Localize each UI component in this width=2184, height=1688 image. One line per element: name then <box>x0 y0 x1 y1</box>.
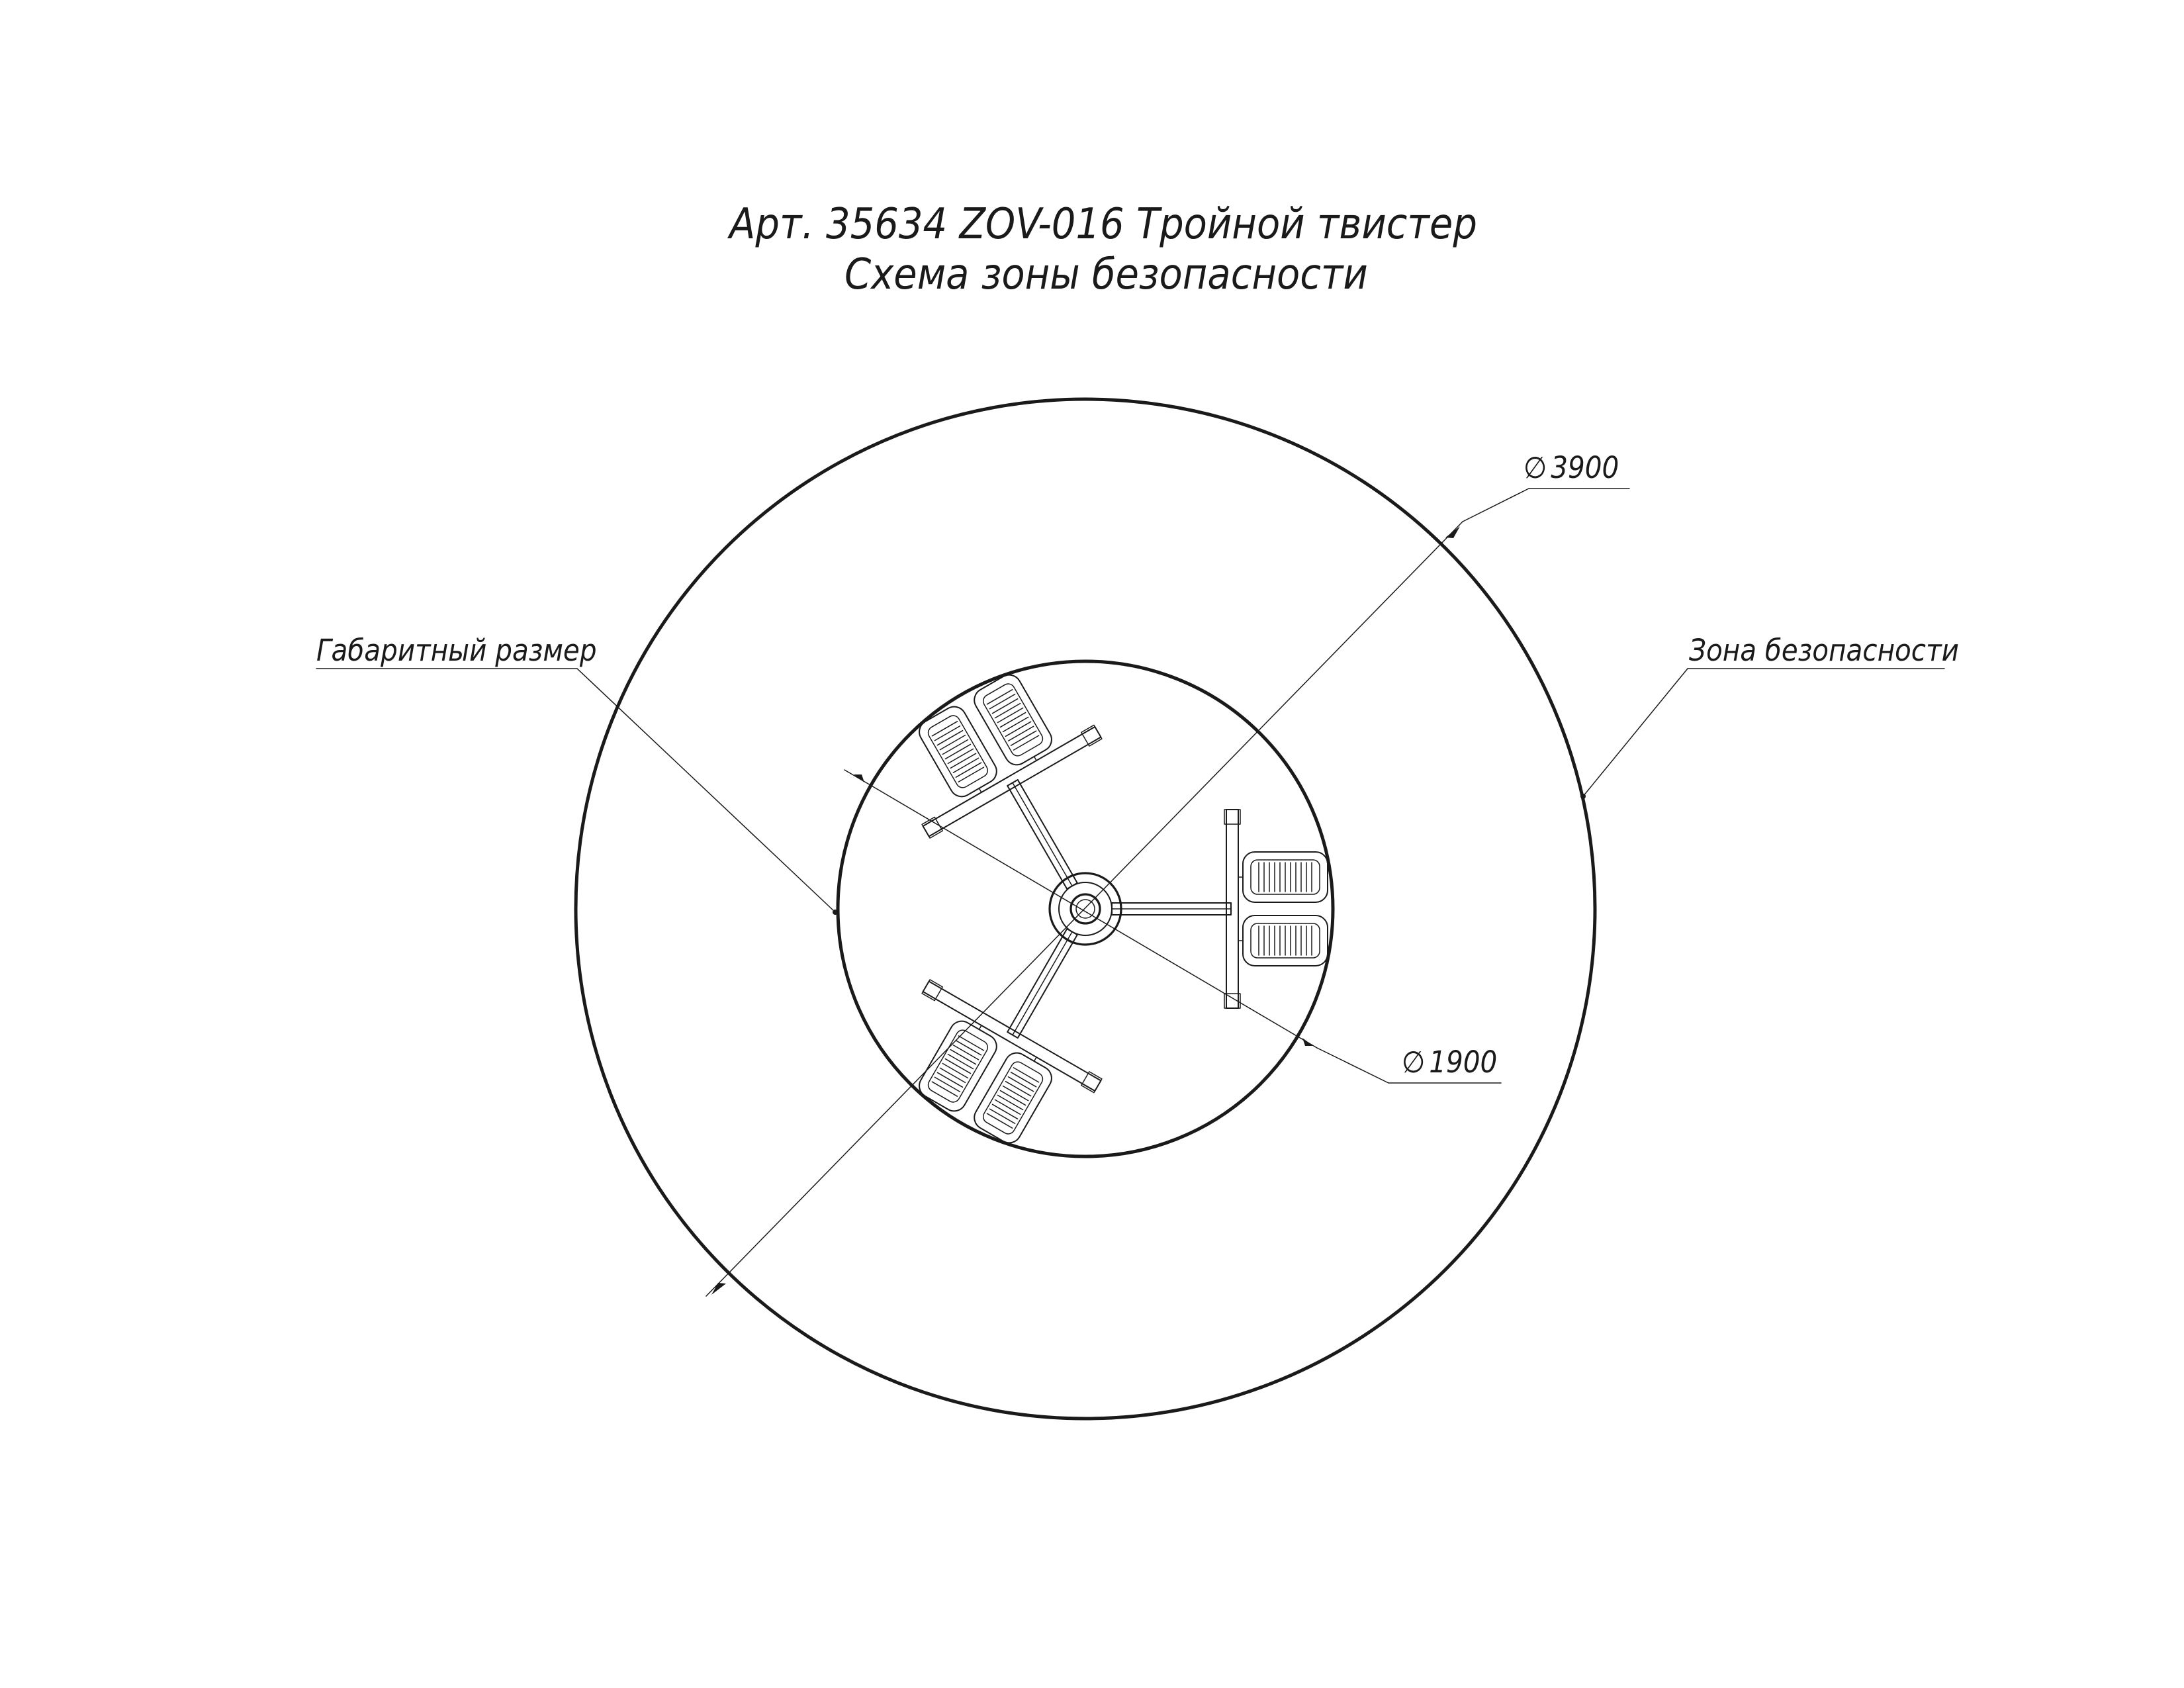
dimension-outer <box>705 488 1630 1297</box>
leader-overall-size <box>316 668 838 915</box>
dimension-outer-label: ∅3900 <box>1524 450 1619 485</box>
safety-zone-circle <box>574 397 1597 1421</box>
overall-size-circle <box>836 659 1335 1158</box>
dimension-inner <box>844 769 1502 1084</box>
label-safety-zone: Зона безопасности <box>1689 633 1959 668</box>
title-line-1: Арт. 35634 ZOV-016 Тройной твистер <box>727 200 1477 249</box>
dimension-inner-label: ∅1900 <box>1402 1045 1497 1080</box>
leader-safety-zone <box>1580 668 1945 799</box>
triple-twister-plan <box>878 649 1328 1168</box>
title-line-2: Схема зоны безопасности <box>844 250 1368 299</box>
label-overall-size: Габаритный размер <box>316 633 597 668</box>
